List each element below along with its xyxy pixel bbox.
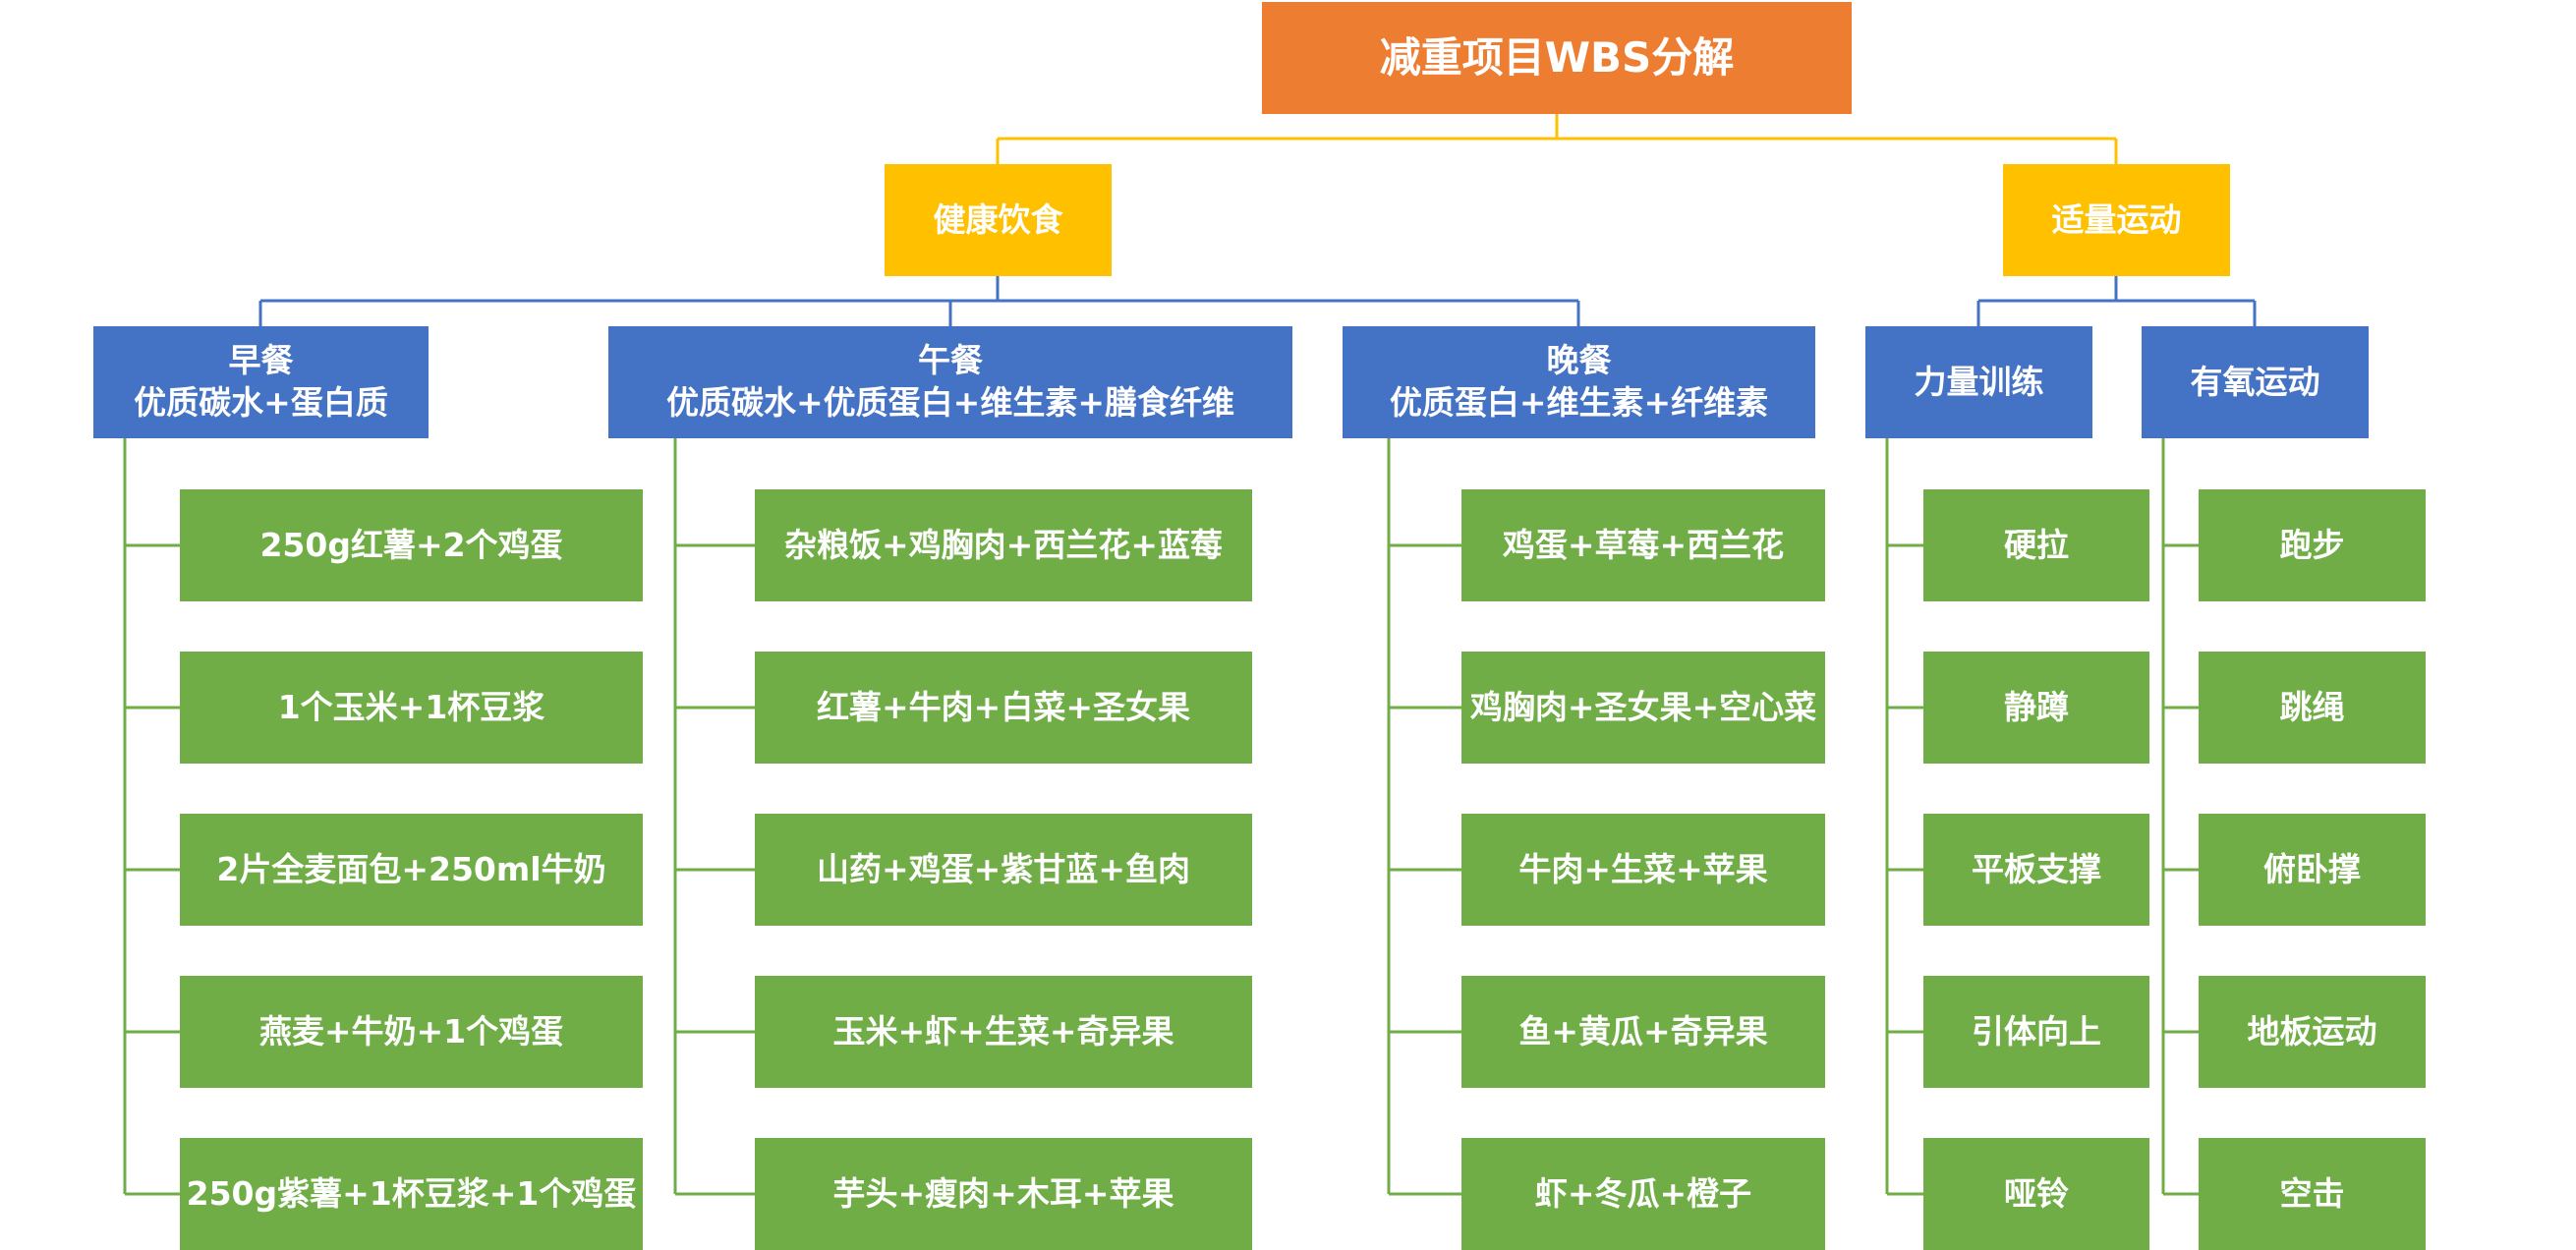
branch-exercise: 适量运动	[2003, 164, 2230, 276]
leaf-item: 250g红薯+2个鸡蛋	[180, 489, 643, 601]
leaf-item: 硬拉	[1923, 489, 2149, 601]
leaf-item: 2片全麦面包+250ml牛奶	[180, 814, 643, 926]
leaf-item: 空击	[2199, 1138, 2426, 1250]
leaf-item: 燕麦+牛奶+1个鸡蛋	[180, 976, 643, 1088]
group-title: 晚餐	[1546, 341, 1612, 380]
leaf-item: 跑步	[2199, 489, 2426, 601]
group-strength-training: 力量训练	[1865, 326, 2092, 438]
leaf-item: 静蹲	[1923, 652, 2149, 764]
leaf-label: 250g红薯+2个鸡蛋	[259, 525, 563, 564]
leaf-label: 平板支撑	[1972, 849, 2101, 888]
leaf-item: 1个玉米+1杯豆浆	[180, 652, 643, 764]
leaf-label: 玉米+虾+生菜+奇异果	[832, 1011, 1174, 1051]
group-breakfast: 早餐 优质碳水+蛋白质	[93, 326, 429, 438]
leaf-item: 虾+冬瓜+橙子	[1461, 1138, 1825, 1250]
root-title: 减重项目WBS分解	[1379, 32, 1735, 82]
leaf-label: 硬拉	[2004, 525, 2069, 564]
group-subtitle: 优质蛋白+维生素+纤维素	[1389, 383, 1769, 422]
leaf-label: 芋头+瘦肉+木耳+苹果	[832, 1173, 1174, 1213]
leaf-item: 红薯+牛肉+白菜+圣女果	[755, 652, 1252, 764]
branch-healthy-diet: 健康饮食	[885, 164, 1112, 276]
leaf-item: 哑铃	[1923, 1138, 2149, 1250]
leaf-label: 鸡胸肉+圣女果+空心菜	[1469, 687, 1817, 726]
leaf-item: 山药+鸡蛋+紫甘蓝+鱼肉	[755, 814, 1252, 926]
leaf-label: 地板运动	[2247, 1011, 2377, 1051]
group-subtitle: 优质碳水+蛋白质	[134, 383, 388, 422]
group-title: 有氧运动	[2190, 362, 2320, 401]
leaf-label: 空击	[2279, 1173, 2345, 1213]
leaf-item: 玉米+虾+生菜+奇异果	[755, 976, 1252, 1088]
group-title: 午餐	[918, 341, 983, 380]
leaf-label: 山药+鸡蛋+紫甘蓝+鱼肉	[817, 849, 1190, 888]
leaf-label: 牛肉+生菜+苹果	[1518, 849, 1768, 888]
leaf-label: 鱼+黄瓜+奇异果	[1518, 1011, 1768, 1051]
leaf-label: 250g紫薯+1杯豆浆+1个鸡蛋	[186, 1173, 637, 1213]
group-lunch: 午餐 优质碳水+优质蛋白+维生素+膳食纤维	[608, 326, 1292, 438]
leaf-label: 鸡蛋+草莓+西兰花	[1502, 525, 1785, 564]
leaf-item: 俯卧撑	[2199, 814, 2426, 926]
leaf-label: 哑铃	[2004, 1173, 2069, 1213]
leaf-item: 跳绳	[2199, 652, 2426, 764]
leaf-item: 牛肉+生菜+苹果	[1461, 814, 1825, 926]
leaf-item: 引体向上	[1923, 976, 2149, 1088]
leaf-item: 芋头+瘦肉+木耳+苹果	[755, 1138, 1252, 1250]
leaf-item: 鸡胸肉+圣女果+空心菜	[1461, 652, 1825, 764]
leaf-item: 地板运动	[2199, 976, 2426, 1088]
group-title: 力量训练	[1914, 362, 2044, 401]
leaf-label: 虾+冬瓜+橙子	[1534, 1173, 1752, 1213]
root-node: 减重项目WBS分解	[1262, 2, 1852, 114]
leaf-label: 1个玉米+1杯豆浆	[277, 687, 545, 726]
leaf-item: 250g紫薯+1杯豆浆+1个鸡蛋	[180, 1138, 643, 1250]
leaf-label: 跳绳	[2279, 687, 2345, 726]
leaf-item: 鱼+黄瓜+奇异果	[1461, 976, 1825, 1088]
leaf-item: 鸡蛋+草莓+西兰花	[1461, 489, 1825, 601]
leaf-item: 杂粮饭+鸡胸肉+西兰花+蓝莓	[755, 489, 1252, 601]
group-dinner: 晚餐 优质蛋白+维生素+纤维素	[1343, 326, 1815, 438]
leaf-label: 燕麦+牛奶+1个鸡蛋	[258, 1011, 564, 1051]
leaf-item: 平板支撑	[1923, 814, 2149, 926]
branch-label: 健康饮食	[933, 199, 1063, 239]
branch-label: 适量运动	[2051, 199, 2182, 239]
group-aerobic: 有氧运动	[2142, 326, 2369, 438]
group-title: 早餐	[228, 341, 294, 380]
leaf-label: 2片全麦面包+250ml牛奶	[216, 849, 606, 888]
leaf-label: 引体向上	[1972, 1011, 2101, 1051]
leaf-label: 跑步	[2279, 525, 2345, 564]
leaf-label: 俯卧撑	[2263, 849, 2361, 888]
leaf-label: 红薯+牛肉+白菜+圣女果	[817, 687, 1190, 726]
leaf-label: 杂粮饭+鸡胸肉+西兰花+蓝莓	[784, 525, 1223, 564]
group-subtitle: 优质碳水+优质蛋白+维生素+膳食纤维	[666, 383, 1234, 422]
leaf-label: 静蹲	[2004, 687, 2069, 726]
